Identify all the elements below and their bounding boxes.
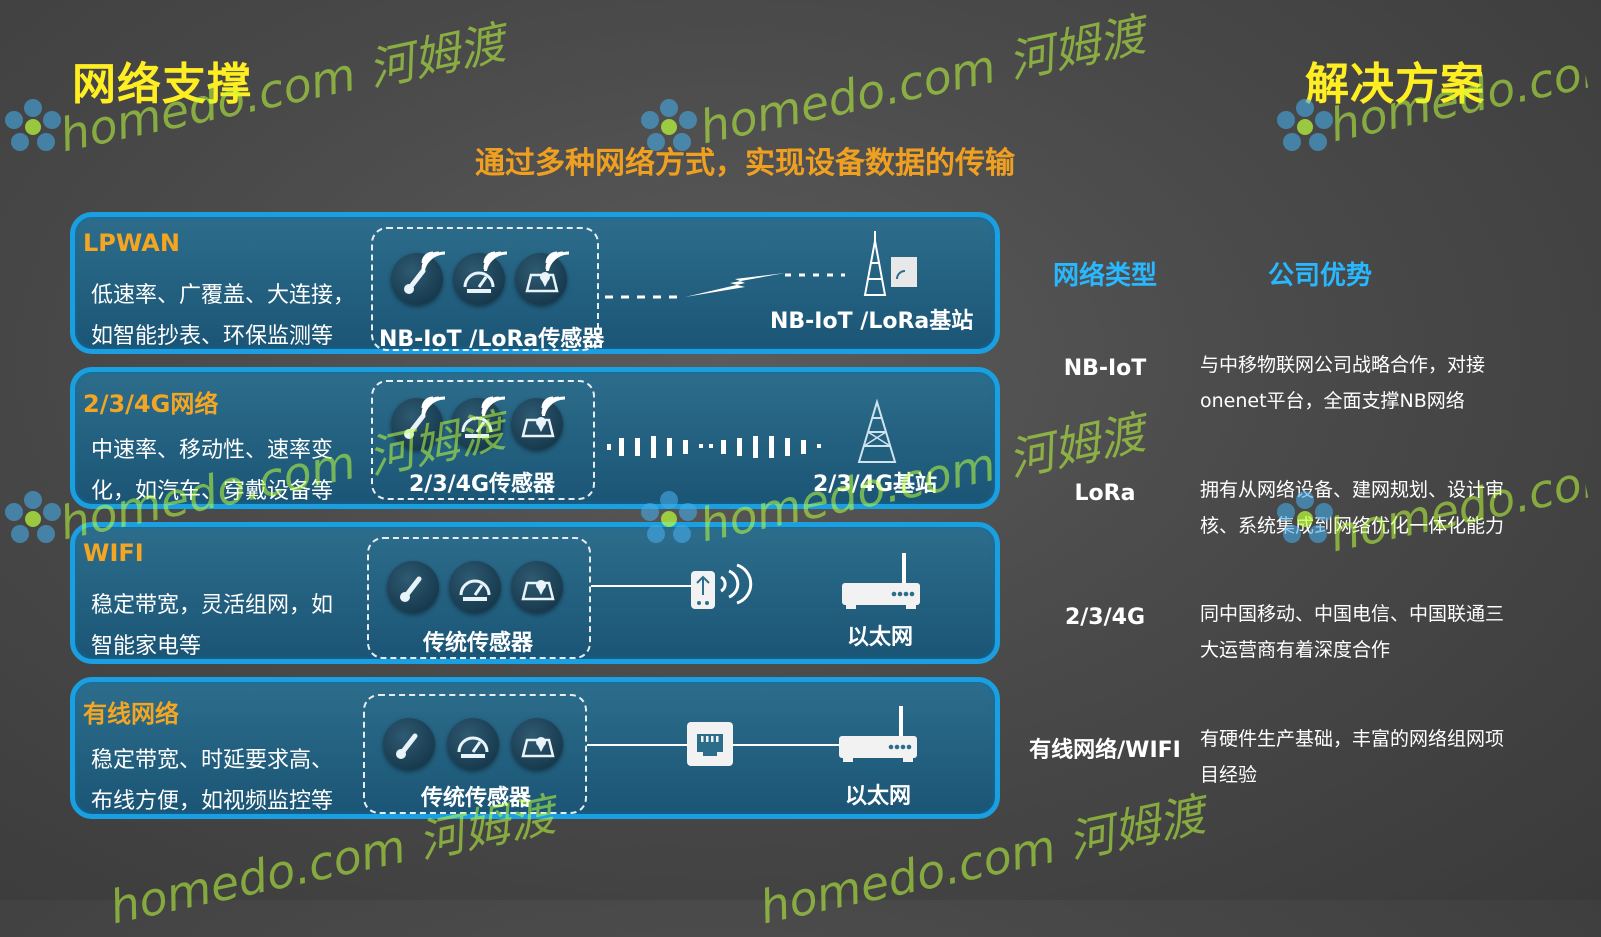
desc-line: 布线方便，如视频监控等 <box>91 789 334 814</box>
gauge-icon <box>447 718 499 770</box>
sensor-group: 传统传感器 <box>367 537 591 659</box>
advantage-line: 同中国移动、中国电信、中国联通三 <box>1200 603 1505 625</box>
watermark-logo-icon <box>5 491 61 543</box>
desc-line: 低速率、广覆盖、大连接， <box>91 283 356 308</box>
panel-description: 中速率、移动性、速率变 化，如汽车、穿戴设备等 <box>91 430 381 512</box>
station-label: NB-IoT /LoRa基站 <box>770 309 974 334</box>
subtitle: 通过多种网络方式，实现设备数据的传输 <box>475 146 1015 181</box>
thermometer-icon <box>391 396 446 450</box>
network-type: 有线网络/WIFI <box>1029 738 1181 763</box>
gauge-icon <box>451 396 506 450</box>
gauge-icon <box>449 561 501 613</box>
advantage-text: 与中移物联网公司战略合作，对接 onenet平台，全面支撑NB网络 <box>1200 347 1530 419</box>
station-label: 以太网 <box>847 625 914 650</box>
panel-description: 低速率、广覆盖、大连接， 如智能抄表、环保监测等 <box>91 275 381 357</box>
desc-line: 中速率、移动性、速率变 <box>91 438 334 463</box>
desc-line: 稳定带宽、时延要求高、 <box>91 748 334 773</box>
panel-heading: LPWAN <box>83 229 180 257</box>
thermometer-icon <box>387 561 439 613</box>
desc-line: 化，如汽车、穿戴设备等 <box>91 479 334 504</box>
wireless-link-icon <box>605 273 845 299</box>
station-label: 以太网 <box>845 784 912 809</box>
signal-bars-icon <box>607 436 821 458</box>
panel-description: 稳定带宽，灵活组网，如 智能家电等 <box>91 585 381 667</box>
wired-link-line <box>591 585 701 587</box>
panel-wired: 有线网络 稳定带宽、时延要求高、 布线方便，如视频监控等 传统传感器 <box>70 677 1000 819</box>
sensor-group: 2/3/4G传感器 <box>371 380 595 500</box>
advantage-line: 核、系统集成到网络优化一体化能力 <box>1200 515 1505 537</box>
watermark: homedo.com 河姆渡 <box>695 7 1150 155</box>
ethernet-port-icon <box>687 722 733 766</box>
wifi-adapter-icon <box>691 563 753 609</box>
advantage-text: 拥有从网络设备、建网规划、设计审 核、系统集成到网络优化一体化能力 <box>1200 472 1530 544</box>
left-title: 网络支撑 <box>72 59 252 110</box>
desc-line: 稳定带宽，灵活组网，如 <box>91 593 334 618</box>
sensor-group: NB-IoT /LoRa传感器 <box>371 227 604 352</box>
map-pin-icon <box>515 251 570 305</box>
right-title: 解决方案 <box>1305 59 1485 110</box>
gauge-icon <box>453 251 508 305</box>
cell-tower-icon <box>857 398 897 463</box>
network-type: 2/3/4G <box>1064 605 1146 630</box>
signal-tower-icon <box>863 231 917 296</box>
router-icon <box>842 553 920 609</box>
panel-heading: WIFI <box>83 539 144 567</box>
panel-description: 稳定带宽、时延要求高、 布线方便，如视频监控等 <box>91 740 381 822</box>
map-pin-icon <box>511 396 566 450</box>
thermometer-icon <box>391 251 446 305</box>
sensor-label: 传统传感器 <box>421 786 532 811</box>
advantage-line: 有硬件生产基础，丰富的网络组网项 <box>1200 728 1505 750</box>
advantage-text: 有硬件生产基础，丰富的网络组网项 目经验 <box>1200 721 1530 793</box>
advantage-line: 目经验 <box>1200 764 1258 786</box>
sensor-label: 2/3/4G传感器 <box>409 472 556 497</box>
panel-heading: 有线网络 <box>83 700 179 728</box>
advantage-line: 与中移物联网公司战略合作，对接 <box>1200 354 1486 376</box>
advantage-text: 同中国移动、中国电信、中国联通三 大运营商有着深度合作 <box>1200 596 1530 668</box>
router-icon <box>839 706 917 762</box>
column-header-advantage: 公司优势 <box>1268 261 1373 291</box>
sensor-group: 传统传感器 <box>363 694 587 814</box>
sensor-label: 传统传感器 <box>423 631 534 656</box>
map-pin-icon <box>511 561 563 613</box>
desc-line: 智能家电等 <box>91 634 202 659</box>
desc-line: 如智能抄表、环保监测等 <box>91 324 334 349</box>
network-type: NB-IoT <box>1063 356 1147 381</box>
thermometer-icon <box>383 718 435 770</box>
sensor-label: NB-IoT /LoRa传感器 <box>379 327 605 352</box>
advantage-line: 大运营商有着深度合作 <box>1200 639 1391 661</box>
station-label: 2/3/4G基站 <box>813 472 938 497</box>
panel-cellular: 2/3/4G网络 中速率、移动性、速率变 化，如汽车、穿戴设备等 2/3/4G传… <box>70 367 1000 509</box>
panel-wifi: WIFI 稳定带宽，灵活组网，如 智能家电等 传统传感器 <box>70 522 1000 664</box>
panel-heading: 2/3/4G网络 <box>83 390 219 418</box>
column-header-type: 网络类型 <box>1053 261 1158 291</box>
network-type: LoRa <box>1074 481 1136 506</box>
advantage-line: onenet平台，全面支撑NB网络 <box>1200 390 1465 412</box>
advantage-line: 拥有从网络设备、建网规划、设计审 <box>1200 479 1505 501</box>
panel-lpwan: LPWAN 低速率、广覆盖、大连接， 如智能抄表、环保监测等 NB-IoT /L… <box>70 212 1000 354</box>
map-pin-icon <box>511 718 563 770</box>
